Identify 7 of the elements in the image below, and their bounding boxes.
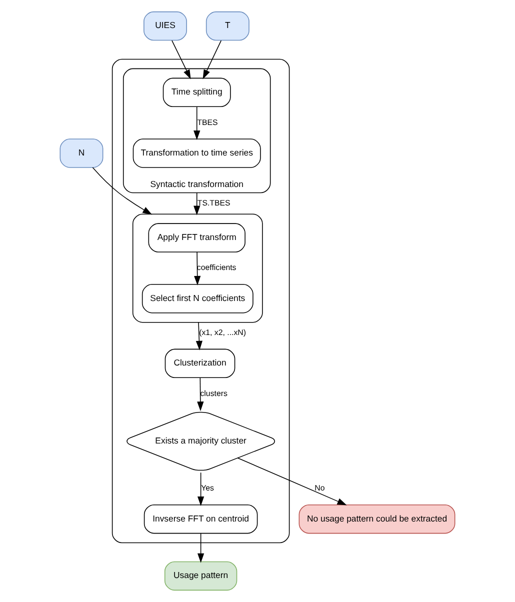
edge-label: (x1, x2, ...xN) xyxy=(199,328,246,337)
edge-label: TS.TBES xyxy=(197,198,230,208)
edge-label: Yes xyxy=(201,484,214,493)
edge-label: TBES xyxy=(197,118,218,127)
edge-label: coefficients xyxy=(196,263,236,272)
edge-label: No xyxy=(314,484,325,493)
edge-label: clusters xyxy=(200,388,228,398)
